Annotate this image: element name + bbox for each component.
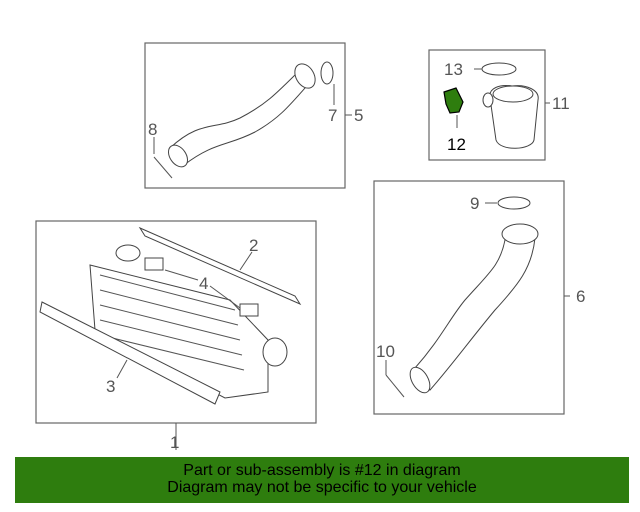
sensor-housing-group-box (428, 49, 546, 161)
callout-4: 4 (199, 274, 208, 293)
bracket-4b (239, 303, 259, 317)
callout-3: 3 (106, 377, 115, 396)
callout-6: 6 (576, 287, 585, 306)
banner-line-2: Diagram may not be specific to your vehi… (167, 479, 477, 496)
air-deflector-2 (138, 226, 302, 306)
callout-7: 7 (328, 106, 337, 125)
callout-9: 9 (470, 194, 479, 213)
callout-5: 5 (354, 106, 363, 125)
lower-charge-pipe (409, 223, 539, 394)
highlighted-part-12 (443, 87, 464, 114)
disclaimer-banner: Part or sub-assembly is #12 in diagram D… (15, 457, 629, 503)
banner-line-1: Part or sub-assembly is #12 in diagram (183, 462, 461, 479)
o-ring-7 (320, 61, 334, 85)
sensor-housing (482, 85, 539, 149)
o-ring-9 (497, 196, 531, 210)
callout-2: 2 (249, 236, 258, 255)
air-deflector-3 (39, 301, 221, 405)
intercooler (89, 244, 288, 399)
callout-11: 11 (552, 94, 570, 113)
callout-8: 8 (148, 120, 157, 139)
lower-pipe-group-box (373, 180, 565, 415)
callout-13: 13 (444, 60, 463, 79)
clip-10 (385, 374, 405, 398)
leader-lines (116, 68, 570, 450)
bracket-4a (144, 257, 164, 271)
clip-8 (153, 156, 173, 179)
callout-12: 12 (447, 135, 466, 154)
o-ring-13 (481, 62, 517, 76)
callout-10: 10 (376, 342, 395, 361)
callout-1: 1 (170, 433, 179, 452)
upper-charge-pipe (167, 63, 316, 168)
